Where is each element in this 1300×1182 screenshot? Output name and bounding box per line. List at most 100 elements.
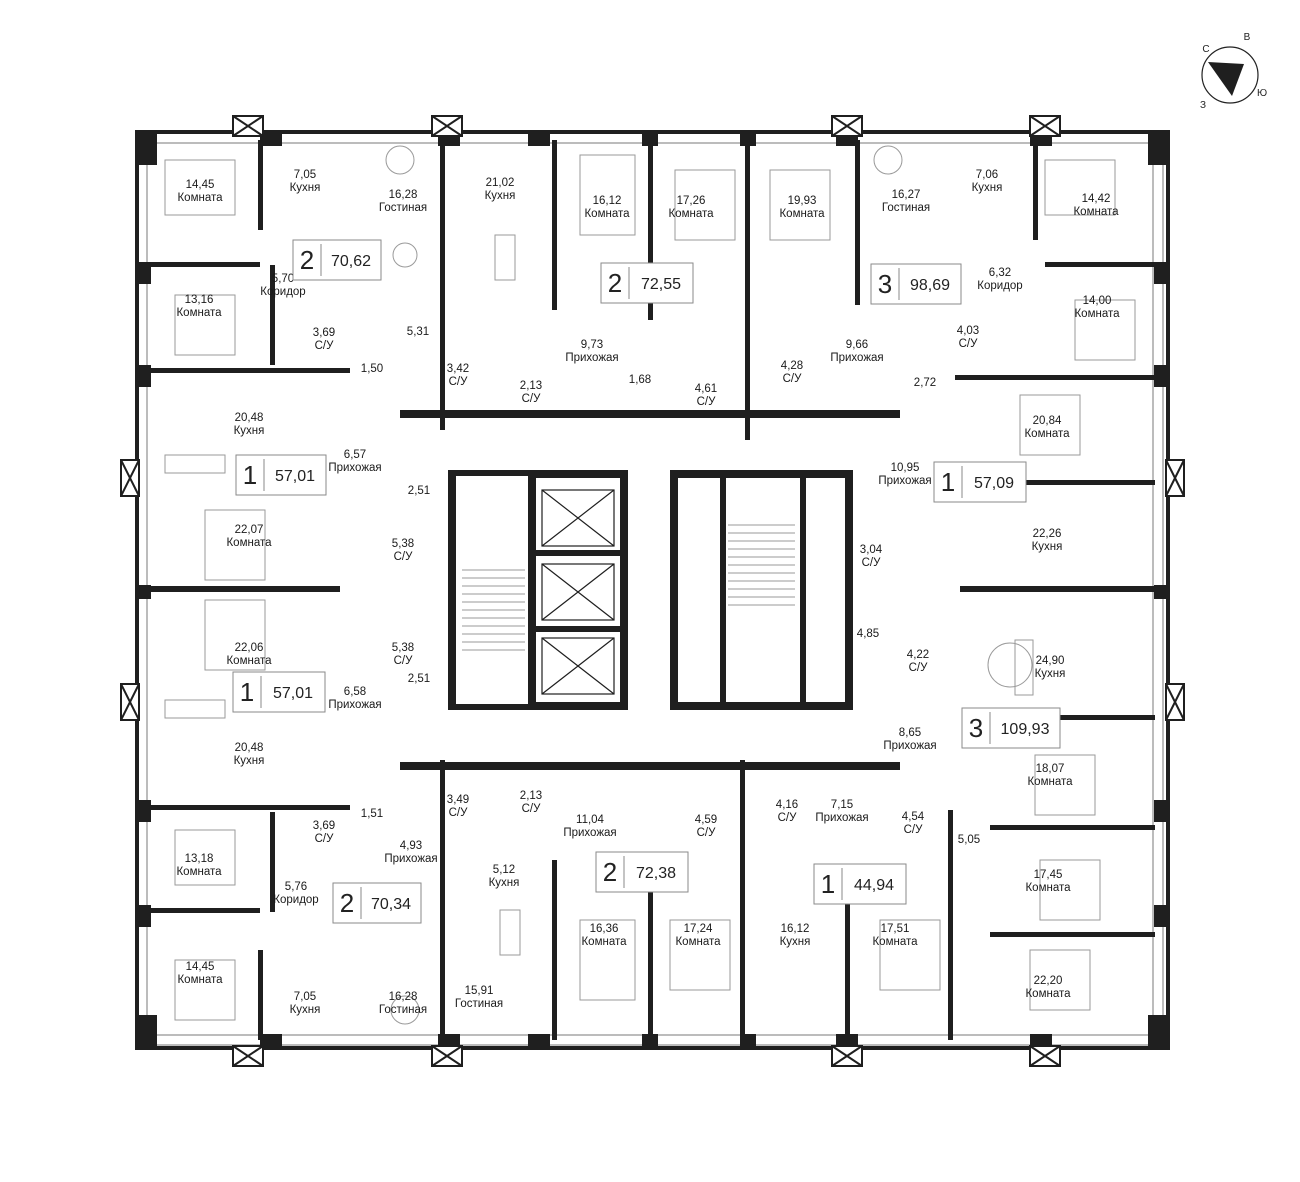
- compass-east: В: [1244, 32, 1251, 43]
- room-label: 3,69С/У: [313, 327, 335, 352]
- room-area: 13,18: [185, 853, 214, 865]
- room-area: 10,95: [891, 462, 920, 474]
- room-area: 5,31: [407, 326, 429, 338]
- room-area: 3,42: [447, 363, 469, 375]
- room-name: С/У: [315, 833, 335, 845]
- room-label: 2,13С/У: [520, 790, 542, 815]
- room-area: 1,68: [629, 374, 651, 386]
- room-name: Прихожая: [883, 740, 936, 752]
- room-area: 16,12: [781, 923, 810, 935]
- room-area: 4,54: [902, 811, 925, 823]
- room-area: 22,07: [235, 524, 264, 536]
- apartment-rooms-count: 2: [608, 268, 622, 298]
- room-name: С/У: [449, 376, 469, 388]
- room-label: 4,85: [857, 628, 879, 640]
- apartment-total-area: 57,01: [273, 685, 313, 702]
- apartment-badge-box: [292, 239, 382, 281]
- room-label: 5,38С/У: [392, 642, 414, 667]
- room-name: С/У: [394, 655, 414, 667]
- room-label: 4,59С/У: [695, 814, 717, 839]
- room-name: Комната: [779, 208, 825, 220]
- room-area: 2,51: [408, 673, 430, 685]
- room-area: 7,15: [831, 799, 853, 811]
- room-area: 22,06: [235, 642, 264, 654]
- room-name: Кухня: [1032, 541, 1063, 553]
- room-area: 21,02: [486, 177, 515, 189]
- room-name: Комната: [177, 192, 223, 204]
- room-area: 5,38: [392, 538, 414, 550]
- apartment-badge-box: [595, 851, 689, 893]
- room-name: Прихожая: [815, 812, 868, 824]
- room-area: 3,04: [860, 544, 883, 556]
- room-area: 9,66: [846, 339, 868, 351]
- room-name: С/У: [394, 551, 414, 563]
- room-area: 4,85: [857, 628, 879, 640]
- room-name: Комната: [226, 655, 272, 667]
- room-name: С/У: [783, 373, 803, 385]
- room-name: Кухня: [1035, 668, 1066, 680]
- room-area: 16,28: [389, 189, 418, 201]
- room-name: Прихожая: [830, 352, 883, 364]
- room-name: Коридор: [977, 280, 1022, 292]
- room-name: Прихожая: [328, 699, 381, 711]
- room-area: 7,05: [294, 169, 316, 181]
- room-area: 17,51: [881, 923, 910, 935]
- apartment-total-area: 72,38: [636, 865, 676, 882]
- interior-walls: [150, 140, 1155, 1040]
- room-name: Кухня: [290, 182, 321, 194]
- room-area: 16,28: [389, 991, 418, 1003]
- apartment-badge-box: [600, 262, 694, 304]
- compass-north: С: [1202, 44, 1209, 55]
- shafts: [120, 115, 1185, 1067]
- room-name: С/У: [904, 824, 924, 836]
- room-label: 4,61С/У: [695, 383, 717, 408]
- apartment-total-area: 57,01: [275, 468, 315, 485]
- room-name: Комната: [176, 307, 222, 319]
- room-label: 1,68: [629, 374, 651, 386]
- apartment-rooms-count: 1: [941, 467, 955, 497]
- room-label: 2,51: [408, 673, 430, 685]
- room-area: 13,16: [185, 294, 214, 306]
- room-area: 14,42: [1082, 193, 1111, 205]
- room-area: 3,49: [447, 794, 469, 806]
- room-label: 4,03С/У: [957, 325, 979, 350]
- room-area: 5,12: [493, 864, 515, 876]
- apartment-total-area: 72,55: [641, 276, 681, 293]
- room-area: 4,22: [907, 649, 929, 661]
- room-name: Прихожая: [328, 462, 381, 474]
- room-area: 20,84: [1033, 415, 1062, 427]
- room-area: 22,20: [1034, 975, 1063, 987]
- room-area: 6,57: [344, 449, 366, 461]
- room-name: С/У: [862, 557, 882, 569]
- room-area: 6,32: [989, 267, 1011, 279]
- room-name: Комната: [1024, 428, 1070, 440]
- room-area: 2,13: [520, 380, 542, 392]
- room-area: 1,51: [361, 808, 383, 820]
- elevators: [541, 489, 615, 695]
